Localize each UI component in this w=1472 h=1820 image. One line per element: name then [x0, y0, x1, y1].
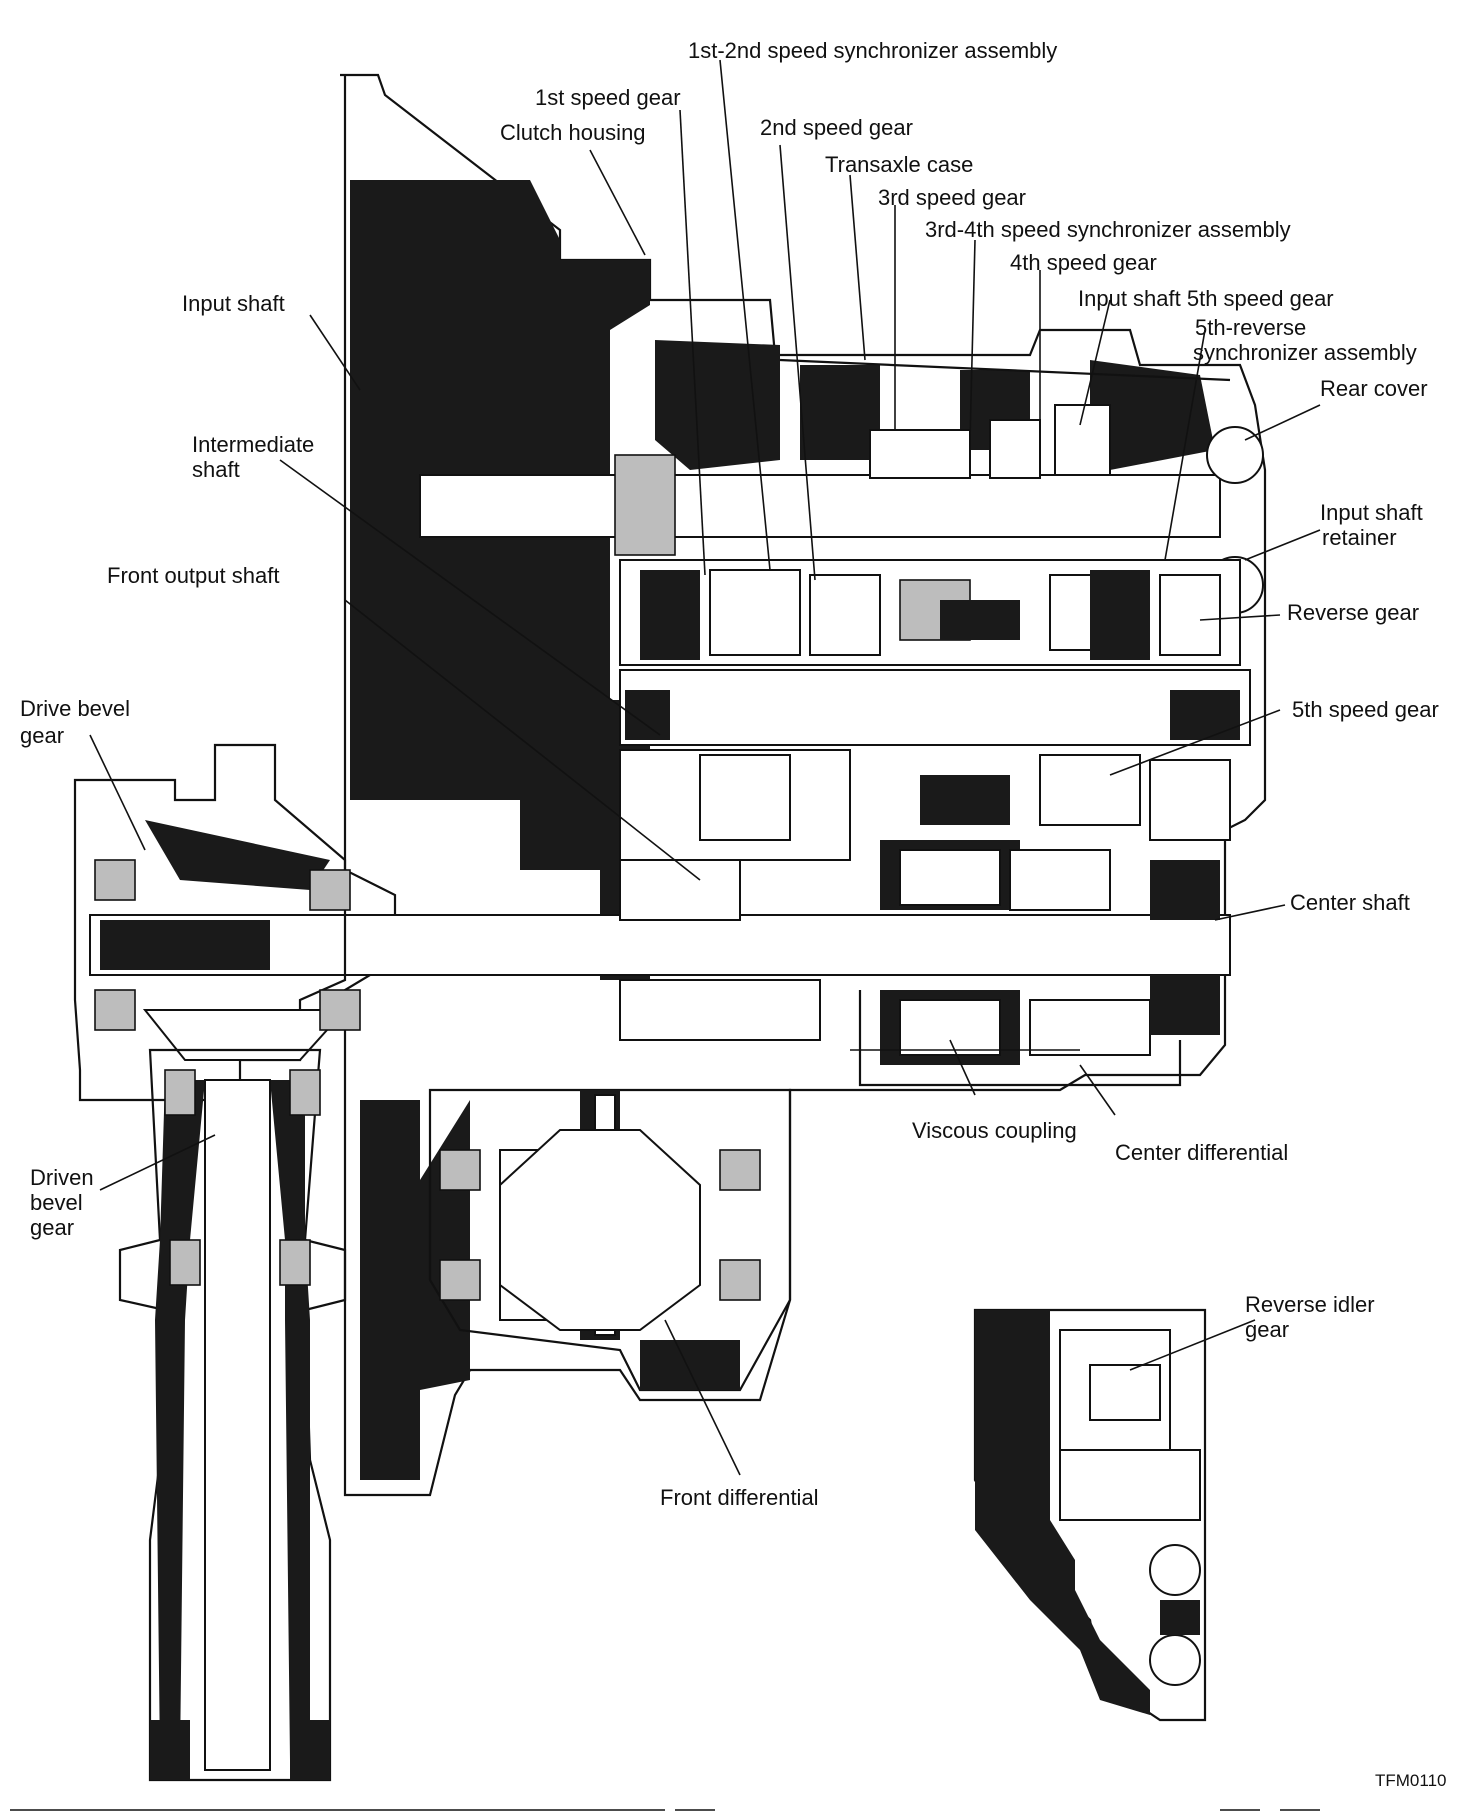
driven-bevel-gear-shaft: [118, 1048, 347, 1782]
label-1st-speed-gear: 1st speed gear: [535, 85, 681, 110]
front-differential: [428, 1088, 792, 1392]
label-viscous-coupling: Viscous coupling: [912, 1118, 1077, 1143]
label-driven-bevel-line3: gear: [30, 1215, 74, 1240]
figure-code: TFM0110: [1375, 1771, 1447, 1790]
mainshaft-gears: [619, 559, 1241, 666]
label-5th-speed-gear: 5th speed gear: [1292, 697, 1439, 722]
label-input-shaft: Input shaft: [182, 291, 285, 316]
intermediate-shaft: [619, 669, 1251, 861]
label-center-differential: Center differential: [1115, 1140, 1288, 1165]
bevel-gear-housing: [73, 743, 361, 1102]
label-drive-bevel-line2: gear: [20, 723, 64, 748]
label-4th-speed-gear: 4th speed gear: [1010, 250, 1157, 275]
label-sync-1-2: 1st-2nd speed synchronizer assembly: [688, 38, 1057, 63]
transaxle-case-shape: [655, 340, 1231, 470]
label-2nd-speed-gear: 2nd speed gear: [760, 115, 913, 140]
label-input-retainer-line2: retainer: [1322, 525, 1397, 550]
label-driven-bevel-line1: Driven: [30, 1165, 94, 1190]
reverse-idler-inset: [973, 1308, 1207, 1722]
label-rear-cover: Rear cover: [1320, 376, 1428, 401]
label-sync-3-4: 3rd-4th speed synchronizer assembly: [925, 217, 1291, 242]
label-5th-reverse-line2: synchronizer assembly: [1193, 340, 1417, 365]
label-reverse-idler-line1: Reverse idler: [1245, 1292, 1375, 1317]
clutch-housing-shape: [340, 73, 1267, 1497]
label-intermediate-line1: Intermediate: [192, 432, 314, 457]
label-intermediate-line2: shaft: [192, 457, 240, 482]
label-input-5th-gear: Input shaft 5th speed gear: [1078, 286, 1334, 311]
label-clutch-housing: Clutch housing: [500, 120, 646, 145]
center-shaft: [89, 840, 1231, 1065]
label-transaxle-case: Transaxle case: [825, 152, 973, 177]
label-reverse-idler-line2: gear: [1245, 1317, 1289, 1342]
label-center-shaft: Center shaft: [1290, 890, 1410, 915]
label-3rd-speed-gear: 3rd speed gear: [878, 185, 1026, 210]
label-drive-bevel-line1: Drive bevel: [20, 696, 130, 721]
leader-lines: [89, 59, 1321, 1476]
label-reverse-gear: Reverse gear: [1287, 600, 1419, 625]
diagram-labels: 1st-2nd speed synchronizer assembly 1st …: [20, 38, 1447, 1790]
label-front-differential: Front differential: [660, 1485, 819, 1510]
label-5th-reverse-line1: 5th-reverse: [1195, 315, 1306, 340]
label-front-output-shaft: Front output shaft: [107, 563, 279, 588]
label-input-retainer-line1: Input shaft: [1320, 500, 1423, 525]
label-driven-bevel-line2: bevel: [30, 1190, 83, 1215]
center-differential-housing: [850, 990, 1182, 1087]
